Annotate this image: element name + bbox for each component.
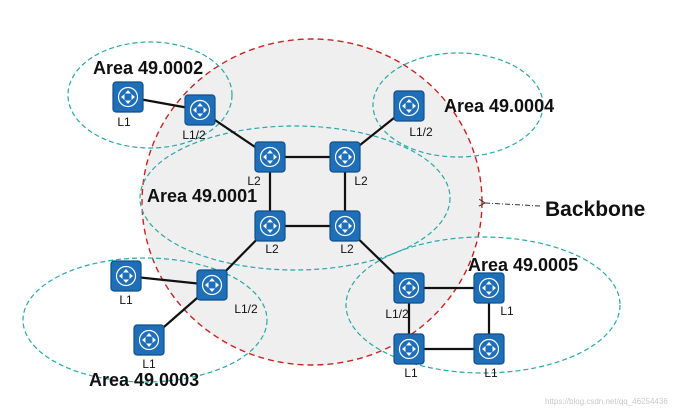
router-icon-arrows [402, 281, 416, 295]
area-ring-49-0005 [345, 236, 621, 374]
router-icon-arrows [482, 342, 496, 356]
router-icon-circle [398, 95, 420, 117]
router-level-label: L1 [484, 366, 498, 380]
router-icon [254, 141, 286, 173]
router-level-label: L1 [404, 366, 418, 380]
router-level-label: L1 [142, 357, 156, 371]
router-level-label: L1/2 [234, 302, 258, 316]
router-icon-circle [117, 86, 139, 108]
router-r_a5_bl[interactable]: L1 [393, 333, 425, 380]
router-r_c_tl[interactable]: L2 [247, 141, 286, 188]
router-icon [329, 210, 361, 242]
router-icon [196, 269, 228, 301]
router-r_c_br[interactable]: L2 [329, 210, 361, 256]
area-ring-49-0001 [139, 125, 451, 271]
router-level-label: L1/2 [182, 128, 206, 142]
backbone-label: Backbone [545, 198, 645, 221]
router-icon-circle [189, 99, 211, 121]
area-label-49-0002: Area 49.0002 [93, 58, 203, 78]
area-label-49-0004: Area 49.0004 [444, 96, 554, 116]
router-icon [473, 333, 505, 365]
router-icon [393, 333, 425, 365]
area-label-49-0001: Area 49.0001 [147, 186, 257, 206]
router-level-label: L2 [354, 174, 368, 188]
area-label-49-0003: Area 49.0003 [89, 370, 199, 390]
router-icon [393, 90, 425, 122]
router-level-label: L1/2 [409, 125, 433, 139]
router-r_a3_l1b[interactable]: L1 [133, 324, 165, 371]
router-icon [473, 272, 505, 304]
router-icon-arrows [338, 219, 352, 233]
router-icon-arrows [121, 90, 135, 104]
router-icon-arrows [263, 150, 277, 164]
router-icon-circle [115, 265, 137, 287]
router-icon-arrows [402, 99, 416, 113]
router-icon-circle [334, 146, 356, 168]
router-icon-circle [398, 277, 420, 299]
router-icon-circle [478, 277, 500, 299]
router-r_a2_l1[interactable]: L1 [112, 81, 144, 129]
router-icon [329, 141, 361, 173]
area-ring-49-0004 [372, 52, 544, 158]
router-icon-arrows [338, 150, 352, 164]
router-r_a5_l12[interactable]: L1/2 [385, 272, 425, 321]
router-icon [393, 272, 425, 304]
router-r_a4_l12[interactable]: L1/2 [393, 90, 433, 139]
router-icon-circle [201, 274, 223, 296]
router-r_a3_l12[interactable]: L1/2 [196, 269, 258, 316]
router-icon-arrows [263, 219, 277, 233]
router-icon-circle [138, 329, 160, 351]
router-level-label: L1 [119, 293, 133, 307]
router-icon [110, 260, 142, 292]
router-level-label: L2 [340, 242, 354, 256]
router-icon-circle [334, 215, 356, 237]
router-icon-circle [259, 215, 281, 237]
area-ring-49-0003 [22, 257, 268, 383]
router-icon-arrows [205, 278, 219, 292]
router-icon [254, 210, 286, 242]
router-level-label: L1 [500, 304, 514, 318]
router-icon-arrows [402, 342, 416, 356]
router-icon [133, 324, 165, 356]
router-level-label: L2 [265, 242, 279, 256]
router-icon-circle [259, 146, 281, 168]
area-label-49-0005: Area 49.0005 [468, 255, 578, 275]
router-icon [184, 94, 216, 126]
router-icon-circle [478, 338, 500, 360]
router-level-label: L1 [117, 115, 131, 129]
router-icon-circle [398, 338, 420, 360]
router-level-label: L2 [247, 174, 261, 188]
router-icon-arrows [193, 103, 207, 117]
area-ring-49-0002 [67, 41, 233, 149]
router-r_c_bl[interactable]: L2 [254, 210, 286, 256]
router-icon-arrows [482, 281, 496, 295]
router-icon-arrows [142, 333, 156, 347]
router-icon-arrows [119, 269, 133, 283]
watermark: https://blog.csdn.net/qq_46254436 [545, 397, 668, 406]
router-r_a3_l1a[interactable]: L1 [110, 260, 142, 307]
router-icon [112, 81, 144, 113]
router-level-label: L1/2 [385, 307, 409, 321]
router-r_a5_br[interactable]: L1 [473, 333, 505, 380]
backbone-arrow [478, 198, 541, 207]
router-r_a5_tr[interactable]: L1 [473, 272, 514, 318]
router-r_a2_l12[interactable]: L1/2 [182, 94, 216, 142]
router-r_c_tr[interactable]: L2 [329, 141, 368, 188]
